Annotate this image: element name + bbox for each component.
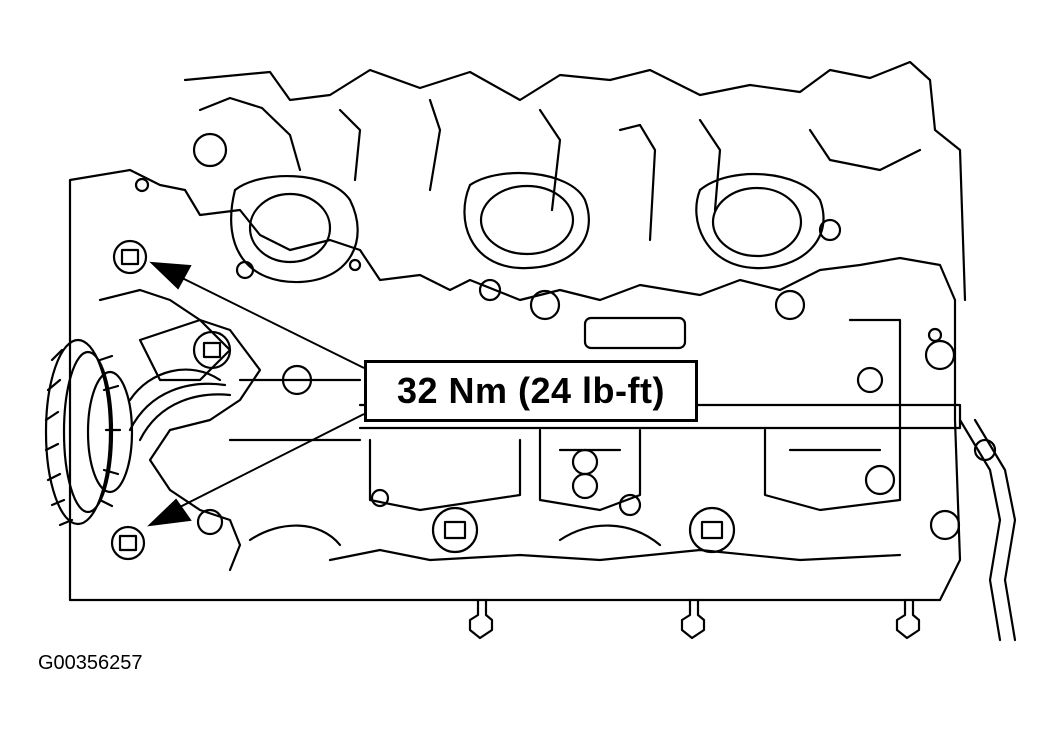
timing-sprocket: [44, 338, 134, 527]
cylinder-head-flange: [68, 168, 962, 602]
torque-callout: 32 Nm (24 lb-ft): [364, 360, 698, 422]
exhaust-port-2: [479, 184, 575, 256]
sensor-3: [895, 598, 921, 640]
bearing-cap-1: [368, 438, 522, 512]
sensor-1: [468, 598, 494, 640]
sensor-2: [680, 598, 706, 640]
bearing-cap-2: [538, 428, 642, 512]
figure-id-label: G00356257: [38, 652, 143, 674]
arrowhead-lower: [147, 498, 192, 527]
engine-block-outline: [183, 60, 967, 302]
arrowhead-upper: [149, 261, 192, 290]
bolt-upper-left: [112, 239, 148, 275]
torque-callout-text: 32 Nm (24 lb-ft): [396, 370, 666, 411]
bearing-cap-3: [763, 428, 902, 512]
leader-line-lower: [169, 413, 365, 513]
exhaust-port-1: [248, 192, 332, 264]
exhaust-port-3: [711, 186, 803, 258]
leader-line-upper: [169, 271, 365, 369]
bolt-lower-left: [110, 525, 146, 561]
